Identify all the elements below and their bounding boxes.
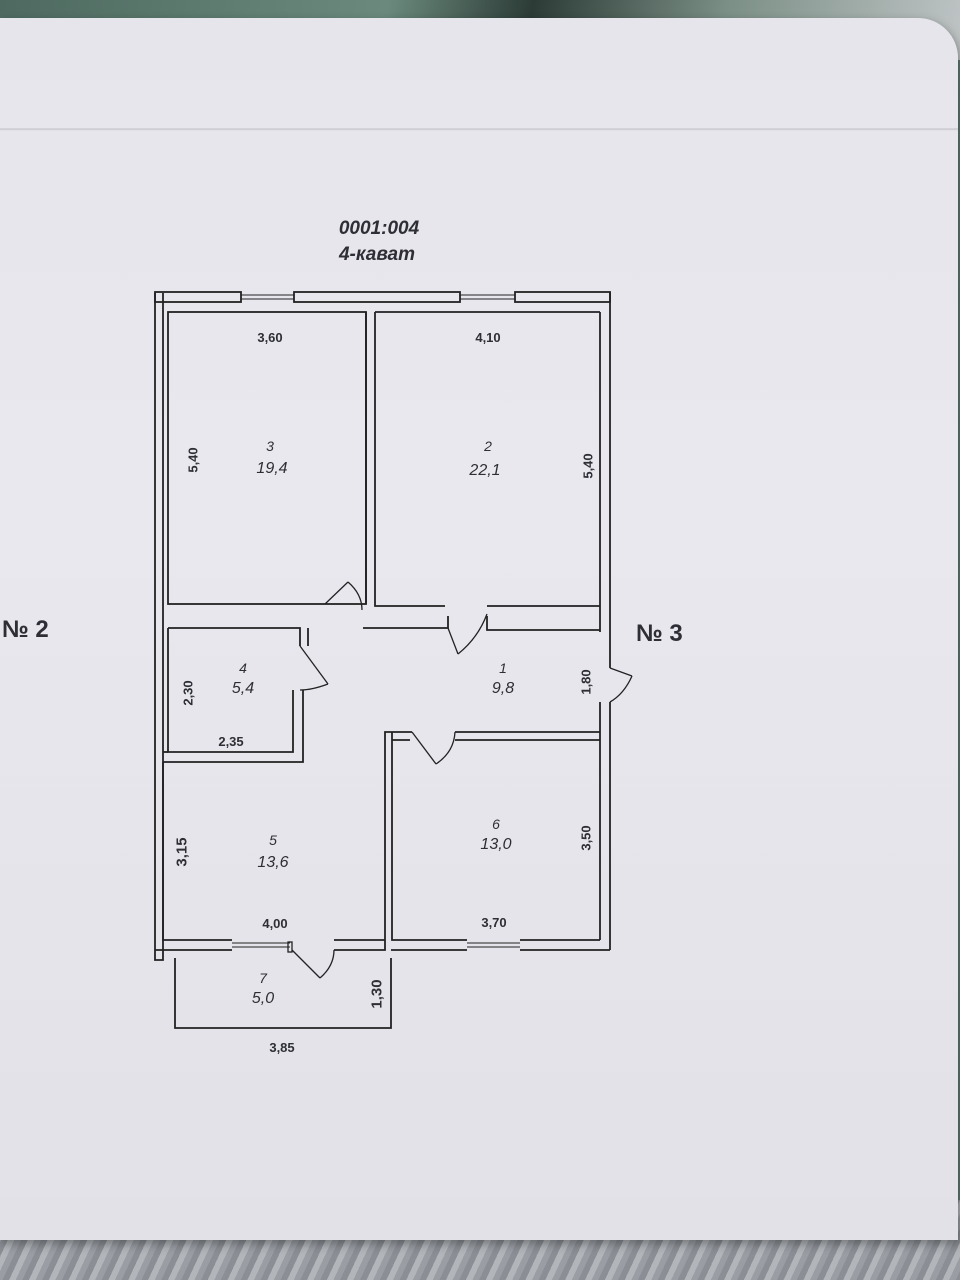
room-3-width-dimension: 3,60 [257,330,283,345]
room-7-area: 5,0 [251,990,275,1007]
room-6-height-dimension: 3,50 [578,825,594,851]
paper-fold-line [0,128,958,131]
neighbor-left-label: № 2 [2,616,49,643]
cadastre-number: 0001:004 [338,218,420,239]
balcony-walls [174,958,392,1029]
room-4-walls [163,627,309,763]
room-4-area: 5,4 [231,680,255,697]
room-6-number: 6 [492,816,500,832]
room-5-number: 5 [269,832,277,848]
room-3-area: 19,4 [256,460,288,477]
neighbor-right-label: № 3 [636,620,683,647]
room-3-height-dimension: 5,40 [185,447,201,473]
room-5-area: 13,6 [257,854,289,871]
room-2-height-dimension: 5,40 [580,453,596,479]
hall-height-dimension: 1,80 [578,669,594,695]
doors [287,581,633,979]
room-2-area: 22,1 [469,462,501,479]
balcony-height-dimension: 1,30 [368,979,386,1009]
room-4-height-dimension: 2,30 [180,680,196,706]
room-2-number: 2 [484,438,492,454]
room-3-number: 3 [266,438,274,454]
balcony-width-dimension: 3,85 [269,1040,295,1055]
room-4-width-dimension: 2,35 [218,734,244,749]
room-6-width-dimension: 3,70 [481,915,507,930]
room-1-number: 1 [499,660,507,676]
paper-sheet [0,18,958,1240]
outer-wall-right [599,292,611,950]
room-5-height-dimension: 3,15 [173,837,191,867]
room-6-area: 13,0 [480,836,512,853]
room-4-number: 4 [239,660,247,676]
room-2-walls [363,311,600,631]
room-2-width-dimension: 4,10 [475,330,501,345]
outer-wall-top [154,291,611,961]
floor-label: 4-кават [338,244,416,265]
room-7-number: 7 [259,970,267,986]
room-1-area: 9,8 [491,680,515,697]
room-5-walls [155,731,412,951]
room-5-width-dimension: 4,00 [262,916,288,931]
room-6-walls [391,731,610,951]
